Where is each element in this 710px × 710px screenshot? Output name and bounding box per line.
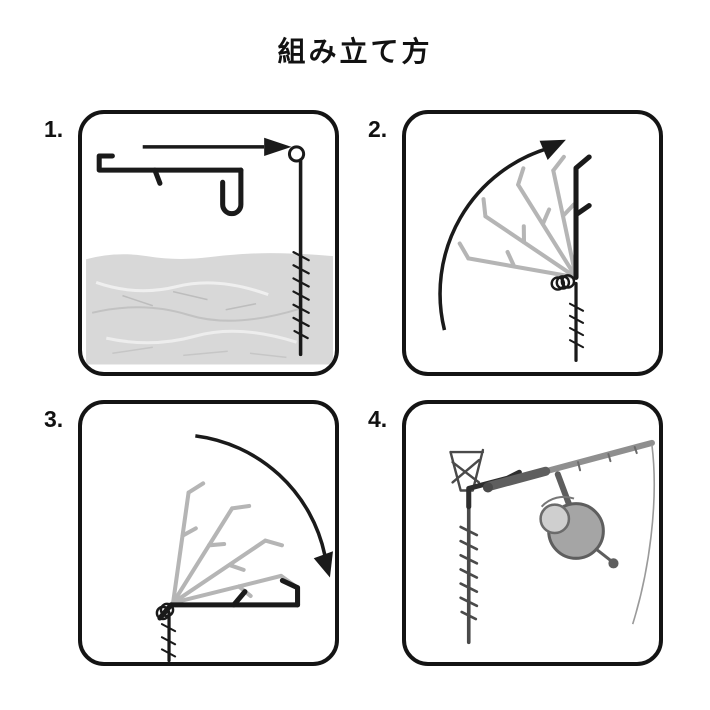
arrow-right-icon [142, 137, 292, 156]
pivot-coil-and-stake [155, 602, 177, 662]
ground-texture [86, 253, 333, 365]
page-title: 組み立て方 [277, 36, 433, 67]
screw-stake [287, 145, 310, 357]
fishing-rod [482, 439, 655, 493]
screw-stake [459, 502, 479, 645]
step-1-group: 1. [44, 110, 339, 376]
rotate-down-arrow-icon [195, 434, 333, 578]
step-3-number: 3. [44, 406, 64, 432]
arm-ghost-positions [457, 154, 579, 280]
arm-ghost-positions [171, 481, 298, 605]
pivot-coil-and-stake [550, 274, 585, 363]
rod-rest-cradle [449, 448, 485, 492]
step-1-panel [78, 110, 339, 376]
step-3-group: 3. [44, 400, 339, 666]
arm-final-horizontal [157, 578, 301, 621]
step-3-diagram [155, 434, 333, 662]
arm-final-upright [573, 154, 592, 280]
step-4-number: 4. [368, 406, 388, 432]
step-1-diagram [86, 137, 333, 365]
step-2-group: 2. [368, 110, 663, 376]
step-4-diagram [449, 439, 656, 645]
holder-arm-piece [96, 153, 244, 217]
step-4-group: 4. [368, 400, 663, 666]
step-2-panel [402, 110, 663, 376]
spinning-reel [539, 471, 619, 569]
step-2-diagram [438, 139, 592, 363]
step-2-number: 2. [368, 116, 388, 142]
step-3-panel [78, 400, 339, 666]
step-1-number: 1. [44, 116, 64, 142]
step-4-panel [402, 400, 663, 666]
rotate-up-arrow-icon [438, 139, 566, 331]
fishing-line [631, 444, 656, 625]
